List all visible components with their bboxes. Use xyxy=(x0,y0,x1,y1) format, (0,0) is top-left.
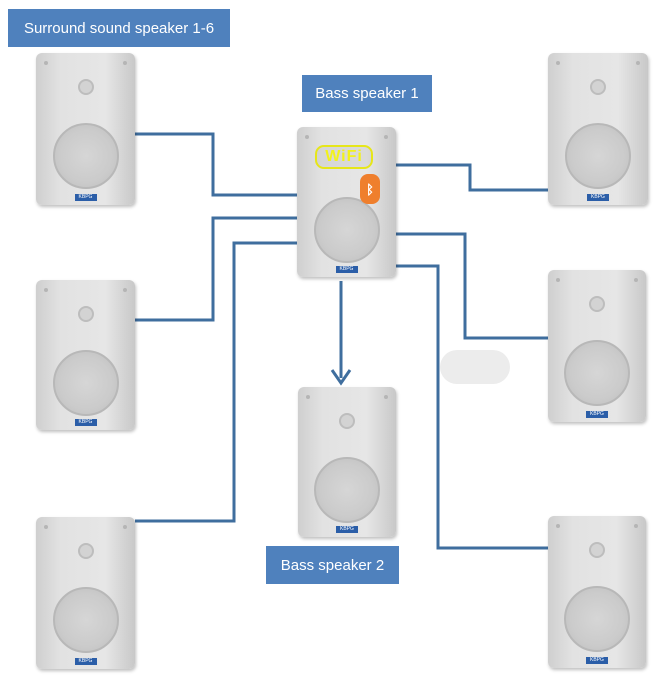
wire-surround-1 xyxy=(135,132,297,197)
brand-logo: KBPG xyxy=(587,194,609,201)
wire-surround-2 xyxy=(135,216,297,322)
wifi-icon: WiFi xyxy=(315,145,373,169)
brand-logo: KBPG xyxy=(586,657,608,664)
brand-logo: KBPG xyxy=(586,411,608,418)
brand-logo: KBPG xyxy=(336,526,358,533)
surround-speaker-3: KBPG xyxy=(36,517,135,669)
bluetooth-icon: ᛒ xyxy=(360,174,380,204)
brand-logo: KBPG xyxy=(74,419,97,426)
surround-speaker-2: KBPG xyxy=(36,280,135,430)
surround-speaker-4: KBPG xyxy=(548,53,648,205)
bass-speaker-1: KBPG xyxy=(297,127,396,277)
arrowhead xyxy=(330,369,352,386)
wire-surround-6 xyxy=(396,264,548,550)
surround-speaker-6: KBPG xyxy=(548,516,646,668)
label-surround-speakers: Surround sound speaker 1-6 xyxy=(8,9,230,47)
faded-badge xyxy=(440,350,510,384)
wire-surround-5 xyxy=(396,232,548,340)
brand-logo: KBPG xyxy=(335,266,358,273)
wire-surround-4 xyxy=(396,163,548,192)
label-bass-speaker-1: Bass speaker 1 xyxy=(302,75,432,112)
label-bass-speaker-2: Bass speaker 2 xyxy=(266,546,399,584)
bass-speaker-2: KBPG xyxy=(298,387,396,537)
brand-logo: KBPG xyxy=(74,658,97,665)
brand-logo: KBPG xyxy=(74,194,97,201)
surround-speaker-1: KBPG xyxy=(36,53,135,205)
wire-surround-3 xyxy=(135,241,297,523)
surround-speaker-5: KBPG xyxy=(548,270,646,422)
